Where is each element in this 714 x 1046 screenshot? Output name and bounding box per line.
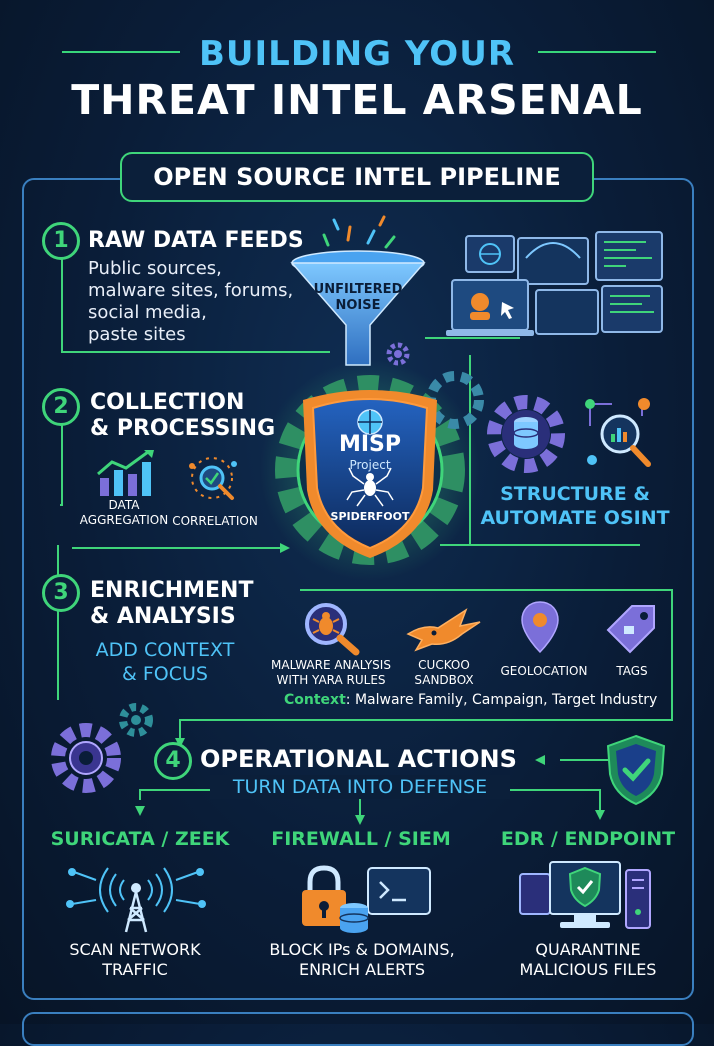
title-deco-left [62, 51, 180, 53]
map-pin-icon [521, 601, 559, 654]
step3-subtitle: ADD CONTEXT & FOCUS [80, 638, 250, 686]
shield-bottom: SPIDERFOOT [330, 510, 410, 523]
column-caption-suricata: SCAN NETWORK TRAFFIC [30, 940, 240, 980]
network-tower-icon [66, 867, 206, 933]
context-label: Context [284, 692, 346, 708]
step1-number-badge: 1 [42, 222, 80, 260]
title-deco-right [538, 51, 656, 53]
caption-line: TRAFFIC [102, 960, 168, 979]
step3-subtitle-line: & FOCUS [122, 663, 208, 685]
column-caption-edr: QUARANTINE MALICIOUS FILES [488, 940, 688, 980]
caption-line: QUARANTINE [535, 940, 641, 959]
database-gear-icon [487, 395, 565, 473]
aggregation-label: DATA AGGREGATION [74, 498, 174, 528]
tool-label-line: MALWARE ANALYSIS [271, 658, 391, 672]
step4-title: OPERATIONAL ACTIONS [200, 745, 517, 773]
tool-label-line: SANDBOX [414, 673, 474, 687]
caption-line: MALICIOUS FILES [519, 960, 657, 979]
step2-right-caption: STRUCTURE & AUTOMATE OSINT [470, 482, 680, 530]
step4-number-badge: 4 [154, 742, 192, 780]
step3-title-line: & ANALYSIS [90, 604, 236, 629]
caption-line: SCAN NETWORK [69, 940, 201, 959]
step3-title: ENRICHMENT & ANALYSIS [90, 578, 253, 630]
bottom-panel-edge [22, 1012, 694, 1046]
column-head-firewall: FIREWALL / SIEM [271, 828, 451, 850]
aggregation-label-line: AGGREGATION [79, 513, 169, 527]
magnifier-bug-icon [305, 603, 360, 656]
header-line1: BUILDING YOUR [198, 34, 515, 74]
tool-label-cuckoo: CUCKOO SANDBOX [404, 658, 484, 688]
correlation-icon [189, 457, 237, 500]
step3-subtitle-line: ADD CONTEXT [95, 639, 235, 661]
aggregation-label-line: DATA [108, 498, 140, 512]
context-line: Context: Malware Family, Campaign, Targe… [284, 692, 657, 708]
step1-text-line: social media, [88, 302, 207, 323]
misp-gear-shield [260, 360, 484, 580]
step1-text-line: malware sites, forums, [88, 280, 294, 301]
step2-title: COLLECTION & PROCESSING [90, 390, 275, 442]
step1-title: RAW DATA FEEDS [88, 228, 304, 253]
tool-label-line: CUCKOO [418, 658, 470, 672]
tool-label-yara: MALWARE ANALYSIS WITH YARA RULES [264, 658, 398, 688]
step2-number-badge: 2 [42, 388, 80, 426]
correlation-label: CORRELATION [172, 514, 258, 528]
tool-label-tags: TAGS [616, 664, 648, 678]
computer-screens-icon [446, 231, 663, 336]
bar-chart-icon [97, 450, 154, 496]
caption-line: ENRICH ALERTS [298, 960, 426, 979]
endpoint-shield-icon [519, 861, 651, 929]
check-shield-icon [606, 734, 666, 806]
funnel-label: UNFILTERED NOISE [300, 282, 416, 314]
caption-line: BLOCK IPs & DOMAINS, [269, 940, 455, 959]
step3-title-line: ENRICHMENT [90, 578, 254, 603]
lock-terminal-icon [302, 865, 431, 933]
step1-text-line: paste sites [88, 324, 186, 345]
analytics-magnifier-icon [585, 398, 651, 467]
shield-sub: Project [349, 458, 391, 472]
tool-label-line: WITH YARA RULES [276, 673, 386, 687]
cuckoo-bird-icon [406, 608, 481, 652]
funnel-label-line: UNFILTERED [313, 282, 403, 297]
step1-text: Public sources, malware sites, forums, s… [88, 258, 308, 346]
column-caption-firewall: BLOCK IPs & DOMAINS, ENRICH ALERTS [250, 940, 474, 980]
small-gear-icon [386, 342, 410, 366]
column-head-edr: EDR / ENDPOINT [500, 828, 676, 850]
step2-title-line: & PROCESSING [90, 416, 276, 441]
tool-label-geolocation: GEOLOCATION [500, 664, 588, 678]
column-head-suricata: SURICATA / ZEEK [50, 828, 230, 850]
step4-subtitle: TURN DATA INTO DEFENSE [210, 775, 510, 799]
pipeline-title: OPEN SOURCE INTEL PIPELINE [120, 152, 594, 202]
shield-name: MISP [338, 432, 402, 457]
tag-icon [606, 605, 655, 654]
step2-caption-line: AUTOMATE OSINT [480, 507, 670, 529]
step1-text-line: Public sources, [88, 258, 222, 279]
step2-caption-line: STRUCTURE & [500, 483, 650, 505]
step2-title-line: COLLECTION [90, 390, 245, 415]
context-value: : Malware Family, Campaign, Target Indus… [345, 692, 658, 708]
purple-gears-icon [51, 703, 153, 793]
funnel-label-line: NOISE [335, 298, 381, 313]
step3-number-badge: 3 [42, 574, 80, 612]
header-line2: THREAT INTEL ARSENAL [71, 76, 643, 124]
